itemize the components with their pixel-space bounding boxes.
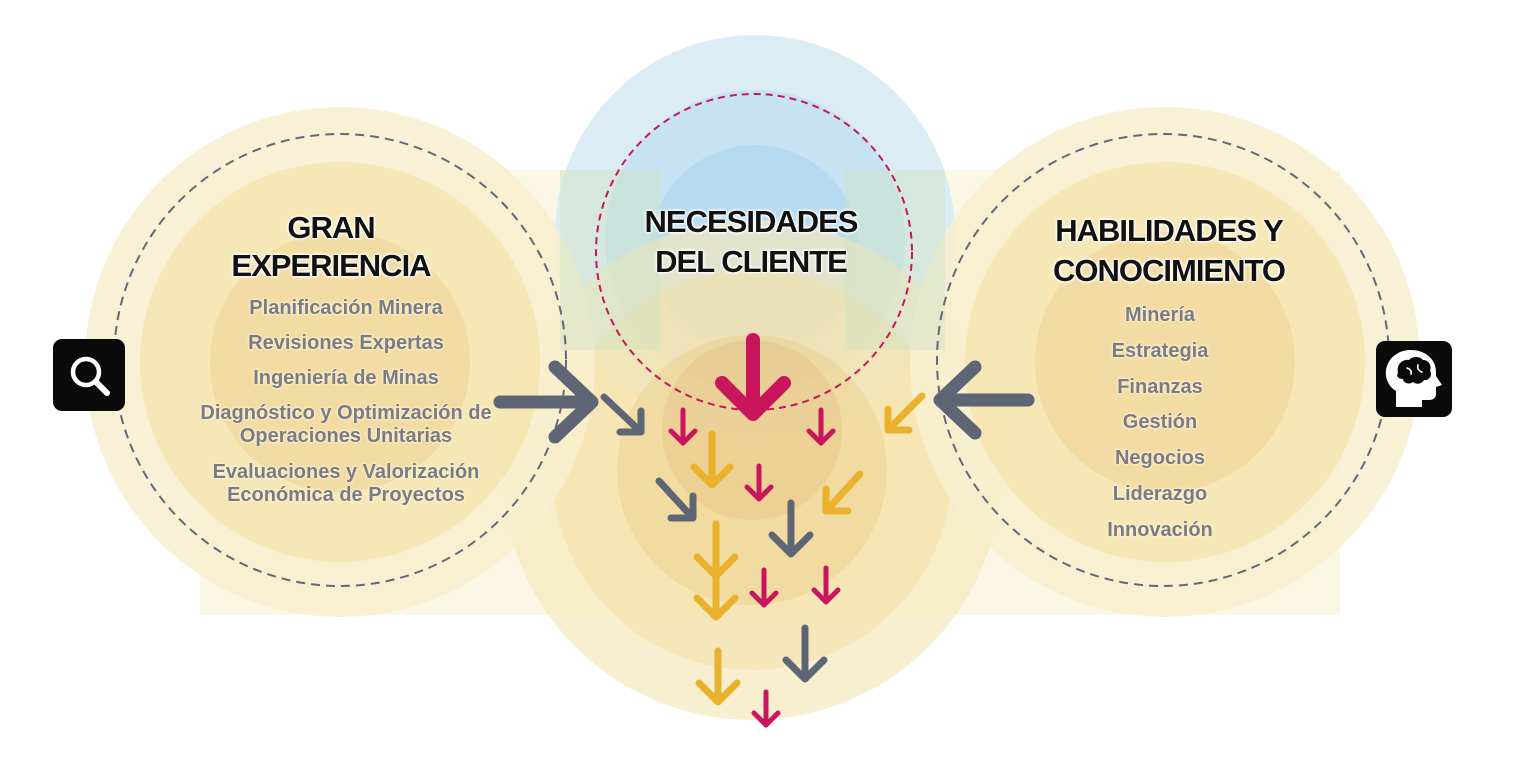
left-item: Ingeniería de Minas <box>253 367 439 389</box>
arrow-small <box>744 463 774 502</box>
left-item: Evaluaciones y Valorización <box>212 461 480 483</box>
arrow-left-big <box>493 360 599 444</box>
right-item: Gestión <box>1122 411 1198 434</box>
left-title-line2: EXPERIENCIA <box>231 248 431 283</box>
right-item: Estrategia <box>1111 339 1209 362</box>
arrow-center-big <box>715 333 791 421</box>
arrow-small <box>751 689 781 728</box>
center-title-line1: NECESIDADES <box>644 204 859 239</box>
left-title: GRAN EXPERIENCIA <box>200 212 462 281</box>
left-item-list: Planificación Minera Revisiones Expertas… <box>160 297 532 519</box>
arrow-small <box>768 499 814 558</box>
left-item: Revisiones Expertas <box>248 332 444 354</box>
left-title-line1: GRAN <box>287 210 375 245</box>
right-item-list: Minería Estrategia Finanzas Gestión Nego… <box>1060 304 1260 555</box>
left-item: Planificación Minera <box>249 297 443 319</box>
right-title: HABILIDADES Y CONOCIMIENTO <box>1024 215 1314 286</box>
right-item: Finanzas <box>1117 375 1203 398</box>
flow-arrows <box>493 333 1035 728</box>
right-item: Minería <box>1124 304 1196 326</box>
arrow-right-big <box>933 360 1035 440</box>
center-title-line2: DEL CLIENTE <box>655 244 848 279</box>
right-item: Innovación <box>1107 518 1213 541</box>
left-item: Operaciones Unitarias <box>239 425 453 447</box>
arrow-small <box>822 470 864 515</box>
head-brain-icon <box>1376 341 1452 417</box>
arrow-small <box>806 407 836 446</box>
arrow-small <box>884 392 926 434</box>
arrow-small <box>811 565 841 605</box>
arrow-small <box>668 407 698 446</box>
left-circle <box>85 107 595 617</box>
arrow-small <box>749 567 779 608</box>
center-dashed-ring <box>595 93 913 411</box>
search-icon <box>53 339 125 411</box>
arrow-small <box>693 568 739 621</box>
overlap-tints <box>560 170 945 350</box>
arrow-small <box>695 647 741 706</box>
arrow-small <box>655 477 697 522</box>
right-item: Liderazgo <box>1112 482 1208 505</box>
right-title-line1: HABILIDADES Y <box>1055 213 1284 248</box>
center-title: NECESIDADES DEL CLIENTE <box>610 206 892 277</box>
right-item: Negocios <box>1114 447 1206 470</box>
arrow-small <box>600 393 645 436</box>
left-item: Diagnóstico y Optimización de <box>200 402 492 424</box>
arrow-small <box>782 624 828 683</box>
right-title-line2: CONOCIMIENTO <box>1053 253 1286 288</box>
left-item: Económica de Proyectos <box>227 484 465 506</box>
arrow-small <box>690 430 734 489</box>
right-circle <box>910 107 1420 617</box>
